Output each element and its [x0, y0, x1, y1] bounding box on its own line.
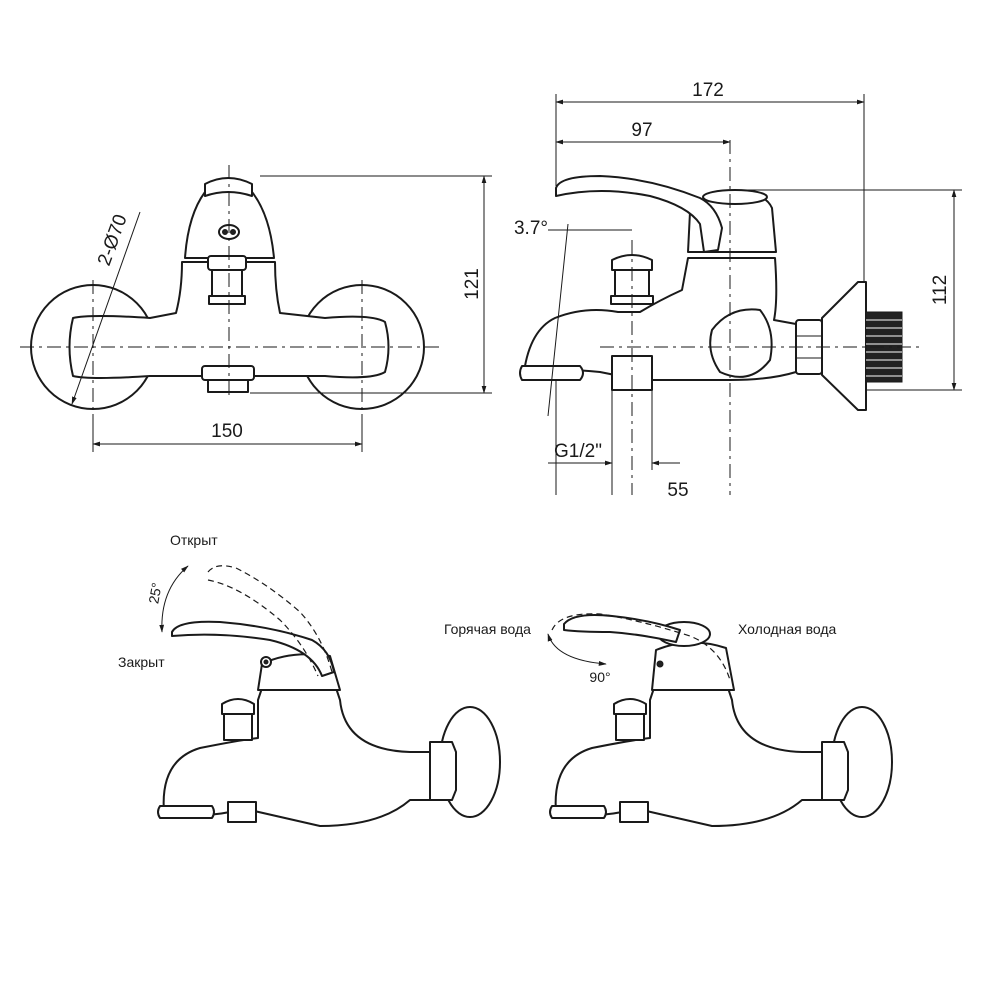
- dim-side-spout: 97: [631, 120, 652, 141]
- spout-outlet-front: [201, 365, 255, 381]
- wall-flange: [821, 281, 867, 411]
- op2-rotation-angle: 90°: [589, 669, 610, 685]
- op2-cartridge: [651, 641, 735, 691]
- front-view: 150 121 2-Ø70: [20, 165, 492, 452]
- label-cold-water: Холодная вода: [738, 621, 837, 637]
- dim-front-width: 150: [211, 421, 243, 442]
- label-hot-water: Горячая вода: [444, 621, 531, 637]
- dim-spout-angle: 3.7°: [514, 218, 548, 239]
- operation-view-open-close: 25° Открыт Закрыт: [118, 532, 501, 827]
- diverter-knob-front: [207, 255, 247, 271]
- dim-thread: G1/2": [554, 441, 602, 462]
- operation-view-temperature: 90° Горячая вода Холодная вода: [444, 613, 893, 827]
- dim-outlet-offset: 55: [667, 480, 688, 501]
- side-body: [523, 257, 797, 381]
- dim-flange-diameter: 2-Ø70: [94, 212, 132, 269]
- op1-angle: 25°: [145, 581, 164, 605]
- spout-tip: [519, 365, 584, 381]
- label-closed: Закрыт: [118, 654, 165, 670]
- op1-lever-open: [207, 565, 333, 673]
- diverter-knob-side: [611, 254, 653, 271]
- dim-side-height: 112: [930, 275, 951, 305]
- label-open: Открыт: [170, 532, 218, 548]
- dim-front-height: 121: [462, 268, 483, 300]
- op2-lever: [563, 614, 681, 643]
- dim-side-total: 172: [692, 80, 724, 101]
- lever-side: [555, 175, 723, 253]
- side-view: 172 97 112 3.7° G1/2" 55: [514, 80, 962, 501]
